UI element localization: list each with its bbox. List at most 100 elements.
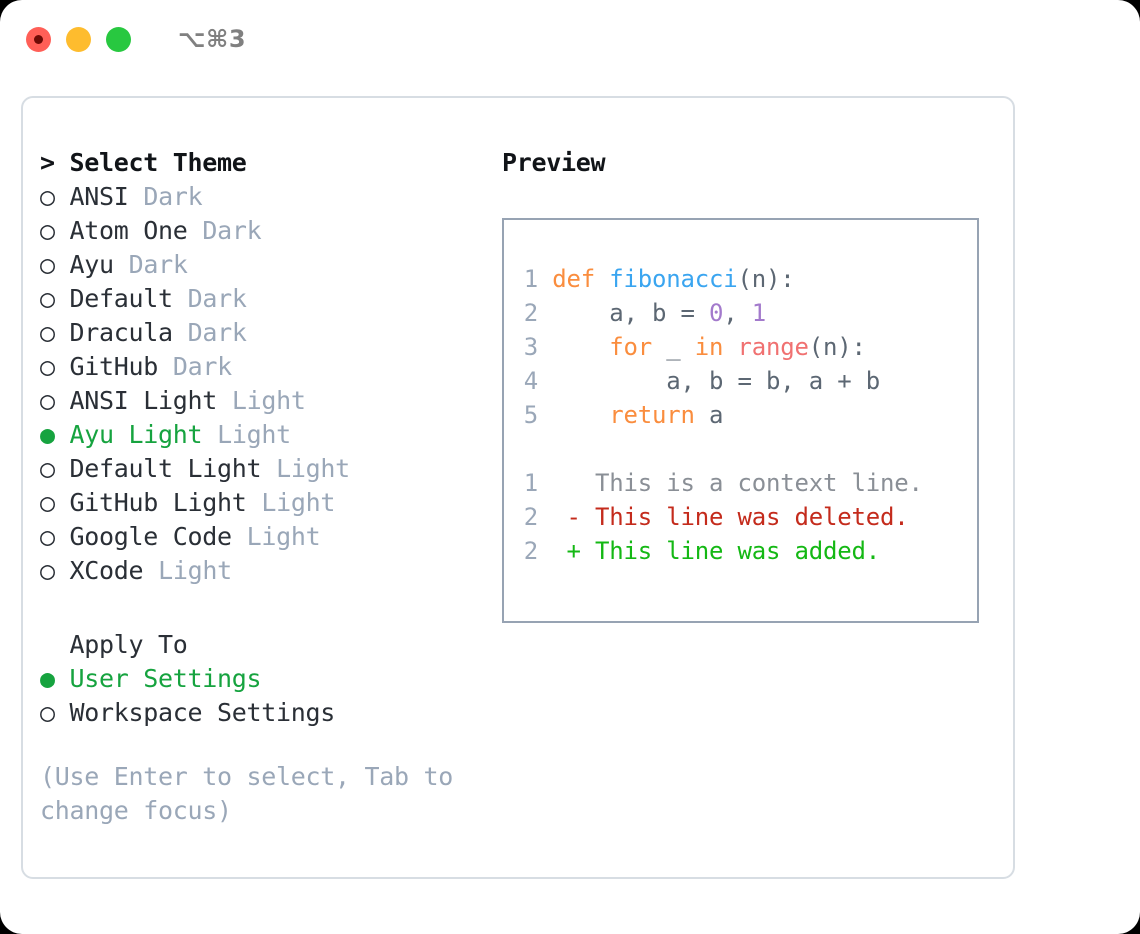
code-line: 5 return a	[522, 398, 977, 432]
theme-option-label: Google Code	[69, 522, 233, 551]
radio-unselected-icon: ○	[40, 318, 55, 347]
theme-option-github-light[interactable]: ○ GitHub Light Light	[40, 486, 490, 520]
theme-option-tag: Dark	[128, 250, 188, 279]
spacer	[129, 182, 144, 211]
section-spacer	[40, 588, 490, 628]
theme-option-atom-one[interactable]: ○ Atom One Dark	[40, 214, 490, 248]
code-token-plain	[552, 401, 609, 429]
theme-option-tag: Dark	[172, 352, 232, 381]
minimize-button[interactable]	[66, 26, 91, 52]
theme-option-tag: Light	[246, 522, 321, 551]
theme-option-xcode[interactable]: ○ XCode Light	[40, 554, 490, 588]
theme-option-label: Ayu Light	[69, 420, 203, 449]
spacer	[232, 522, 247, 551]
theme-option-github[interactable]: ○ GitHub Dark	[40, 350, 490, 384]
radio-unselected-icon: ○	[40, 556, 55, 585]
spacer	[143, 556, 158, 585]
theme-option-ayu[interactable]: ○ Ayu Dark	[40, 248, 490, 282]
spacer	[581, 537, 595, 565]
apply-to-heading: Apply To	[40, 630, 188, 659]
diff-sign: +	[566, 537, 581, 565]
code-line-number: 3	[523, 333, 538, 361]
theme-option-default-light[interactable]: ○ Default Light Light	[40, 452, 490, 486]
code-token-num: 1	[751, 299, 766, 327]
main-panel: > Select Theme ○ ANSI Dark○ Atom One Dar…	[21, 96, 1015, 879]
code-token-plain	[552, 333, 609, 361]
close-button[interactable]	[26, 26, 51, 52]
code-line: 4 a, b = b, a + b	[522, 364, 977, 398]
diff-sign: -	[566, 503, 581, 531]
spacer	[581, 503, 595, 531]
code-line-number: 1	[523, 265, 538, 293]
spacer	[581, 469, 595, 497]
code-token-punct: (n):	[737, 265, 795, 293]
window-title: ⌥⌘3	[178, 25, 247, 53]
code-line-number: 5	[523, 401, 538, 429]
spacer	[538, 537, 567, 565]
spacer	[55, 182, 70, 211]
spacer	[55, 488, 70, 517]
radio-selected-icon: ●	[40, 664, 55, 693]
spacer	[55, 664, 70, 693]
spacer	[538, 299, 552, 327]
diff-line-text: This line was added.	[595, 537, 880, 565]
diff-line-number: 2	[523, 537, 538, 565]
theme-list: ○ ANSI Dark○ Atom One Dark○ Ayu Dark○ De…	[40, 180, 490, 588]
traffic-light-group	[26, 26, 131, 52]
diff-line-added: 2 + This line was added.	[522, 534, 977, 568]
theme-option-label: GitHub	[69, 352, 159, 381]
title-bar: ⌥⌘3	[0, 0, 1140, 78]
spacer	[247, 488, 262, 517]
theme-option-label: Default Light	[69, 454, 262, 483]
theme-option-tag: Dark	[143, 182, 203, 211]
theme-option-tag: Dark	[187, 284, 247, 313]
spacer	[538, 469, 567, 497]
preview-heading: Preview	[502, 148, 606, 177]
spacer	[55, 556, 70, 585]
spacer	[538, 503, 567, 531]
apply-to-list: ● User Settings○ Workspace Settings	[40, 662, 490, 730]
spacer	[55, 420, 70, 449]
theme-option-google-code[interactable]: ○ Google Code Light	[40, 520, 490, 554]
theme-selector-column: > Select Theme ○ ANSI Dark○ Atom One Dar…	[40, 146, 490, 828]
theme-option-tag: Dark	[202, 216, 262, 245]
close-icon	[34, 34, 43, 44]
spacer	[538, 333, 552, 361]
code-token-plain: a, b =	[552, 299, 709, 327]
keyboard-hint: (Use Enter to select, Tab to change focu…	[40, 762, 454, 825]
spacer	[114, 250, 129, 279]
radio-unselected-icon: ○	[40, 352, 55, 381]
zoom-button[interactable]	[106, 26, 131, 52]
spacer	[55, 250, 70, 279]
radio-unselected-icon: ○	[40, 386, 55, 415]
theme-option-label: GitHub Light	[69, 488, 247, 517]
apply-to-option-user-settings[interactable]: ● User Settings	[40, 662, 490, 696]
theme-option-ansi[interactable]: ○ ANSI Dark	[40, 180, 490, 214]
theme-option-dracula[interactable]: ○ Dracula Dark	[40, 316, 490, 350]
apply-to-option-workspace-settings[interactable]: ○ Workspace Settings	[40, 696, 490, 730]
code-token-plain	[723, 333, 737, 361]
code-token-kw: return	[609, 401, 695, 429]
code-line-number: 4	[523, 367, 538, 395]
theme-option-ayu-light[interactable]: ● Ayu Light Light	[40, 418, 490, 452]
spacer	[55, 216, 70, 245]
theme-option-tag: Light	[158, 556, 232, 585]
code-line: 1 def fibonacci(n):	[522, 262, 977, 296]
radio-unselected-icon: ○	[40, 698, 55, 727]
theme-option-ansi-light[interactable]: ○ ANSI Light Light	[40, 384, 490, 418]
spacer	[188, 216, 203, 245]
theme-option-default[interactable]: ○ Default Dark	[40, 282, 490, 316]
code-token-fn: fibonacci	[609, 265, 738, 293]
code-line: 2 a, b = 0, 1	[522, 296, 977, 330]
radio-unselected-icon: ○	[40, 284, 55, 313]
code-token-plain: _	[652, 333, 695, 361]
diff-line-number: 1	[523, 469, 538, 497]
diff-sample: 1 This is a context line. 2 - This line w…	[522, 466, 977, 568]
code-line-number: 2	[523, 299, 538, 327]
code-token-plain: a, b = b, a + b	[552, 367, 880, 395]
diff-line-context: 1 This is a context line.	[522, 466, 977, 500]
theme-option-label: ANSI Light	[69, 386, 218, 415]
code-line: 3 for _ in range(n):	[522, 330, 977, 364]
radio-unselected-icon: ○	[40, 216, 55, 245]
